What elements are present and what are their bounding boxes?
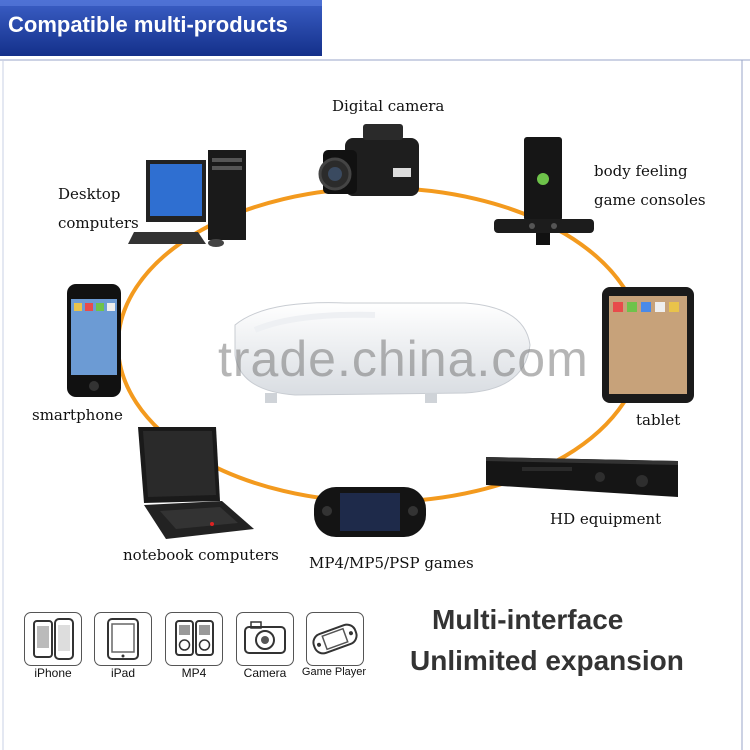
label-console-line2: game consoles (594, 191, 706, 209)
desktop-computer-image (128, 150, 246, 247)
label-notebook: notebook computers (123, 546, 279, 564)
psp-image (314, 487, 426, 537)
game-player-icon (306, 612, 364, 666)
projector-image (234, 302, 531, 403)
label-console-line1: body feeling (594, 162, 688, 180)
title-banner (0, 0, 322, 56)
iphone-label: iPhone (34, 666, 72, 680)
game-console-image (494, 137, 594, 245)
hd-player-image (486, 457, 678, 497)
label-tablet: tablet (636, 411, 681, 429)
ipad-icon (94, 612, 152, 666)
iphone-icon (24, 612, 82, 666)
camera-icon (236, 612, 294, 666)
notebook-image (138, 427, 254, 539)
label-desktop-line1: Desktop (58, 185, 121, 203)
tablet-image (602, 287, 694, 403)
mp4-icon (165, 612, 223, 666)
tagline-line2: Unlimited expansion (410, 645, 684, 676)
label-desktop-line2: computers (58, 214, 139, 232)
banner-title: Compatible multi-products (8, 12, 288, 37)
label-digital-camera: Digital camera (332, 97, 445, 115)
smartphone-image (67, 284, 121, 397)
mp4-label: MP4 (181, 666, 207, 680)
label-hd-equipment: HD equipment (550, 510, 662, 528)
camera-label: Camera (243, 666, 287, 680)
watermark: trade.china.com (218, 331, 589, 387)
ipad-label: iPad (110, 666, 136, 680)
digital-camera-image (318, 124, 419, 196)
label-smartphone: smartphone (32, 406, 123, 424)
game-player-label: Game Player (301, 666, 367, 678)
tagline-line1: Multi-interface (432, 604, 624, 635)
label-mp4: MP4/MP5/PSP games (309, 554, 474, 572)
